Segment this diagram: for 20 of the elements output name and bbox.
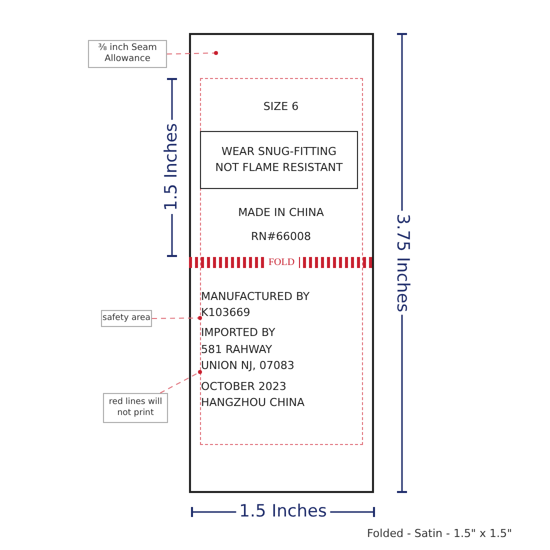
label-text: 581 RAHWAY bbox=[201, 343, 272, 356]
leader-line bbox=[166, 51, 218, 55]
leader-line bbox=[160, 370, 202, 394]
callout-box: red lines will not print bbox=[103, 393, 168, 423]
leader-line bbox=[152, 316, 202, 320]
label-text: MADE IN CHINA bbox=[238, 206, 324, 219]
warning-text-box: WEAR SNUG-FITTING NOT FLAME RESISTANT bbox=[200, 131, 358, 189]
label-text: UNION NJ, 07083 bbox=[201, 359, 294, 372]
label-text: HANGZHOU CHINA bbox=[201, 396, 305, 409]
callout-box: ⅜ inch Seam Allowance bbox=[88, 40, 167, 68]
label-text: SIZE 6 bbox=[263, 100, 299, 113]
label-text: IMPORTED BY bbox=[201, 326, 276, 339]
label-text: OCTOBER 2023 bbox=[201, 380, 286, 393]
label-text: MANUFACTURED BY bbox=[201, 290, 310, 303]
fold-label: FOLD bbox=[264, 257, 299, 268]
label-text: RN#66008 bbox=[250, 230, 312, 243]
caption-text: Folded - Satin - 1.5" x 1.5" bbox=[367, 527, 512, 540]
label-strip bbox=[189, 33, 374, 493]
label-text: K103669 bbox=[201, 306, 250, 319]
callout-box: safety area bbox=[101, 310, 152, 327]
